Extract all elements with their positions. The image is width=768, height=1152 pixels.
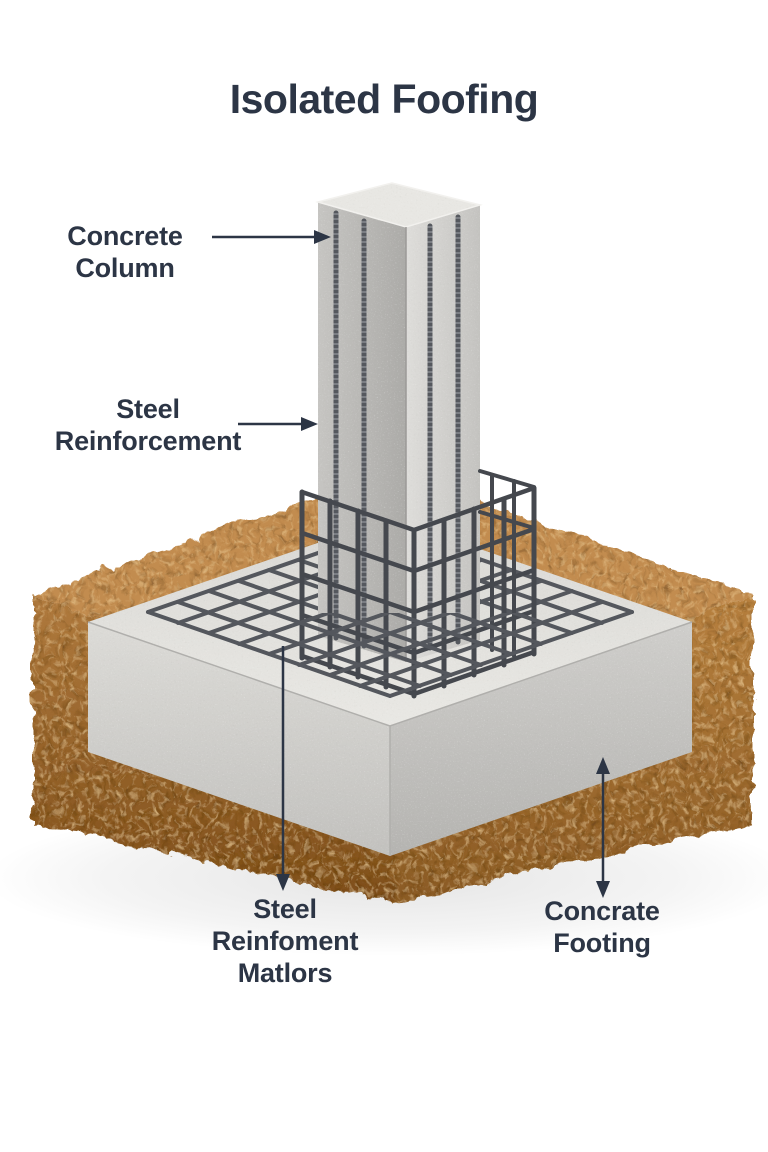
label-steel-reinforcement: Steel Reinforcement xyxy=(18,393,278,457)
arrow-steel-reinforcement xyxy=(238,417,318,431)
label-line: Matlors xyxy=(237,958,333,988)
label-line: Footing xyxy=(553,928,651,958)
label-line: Column xyxy=(75,253,175,283)
label-line: Reinfoment xyxy=(211,926,359,956)
leader-arrows xyxy=(212,230,610,898)
label-steel-reinforcement-mats: Steel Reinfoment Matlors xyxy=(165,893,405,989)
label-line: Steel xyxy=(116,394,180,424)
label-line: Concrate xyxy=(544,896,660,926)
label-concrete-column: Concrete Column xyxy=(15,220,235,284)
arrow-concrete-column xyxy=(212,230,331,244)
label-line: Steel xyxy=(253,894,317,924)
label-concrete-footing: Concrate Footing xyxy=(482,895,722,959)
label-line: Reinforcement xyxy=(54,426,242,456)
steel-reinforcement-bars xyxy=(333,210,461,651)
page-title: Isolated Foofing xyxy=(229,76,539,122)
arrow-concrete-footing xyxy=(596,757,610,898)
label-line: Concrete xyxy=(67,221,183,251)
arrow-steel-mats xyxy=(276,646,290,891)
